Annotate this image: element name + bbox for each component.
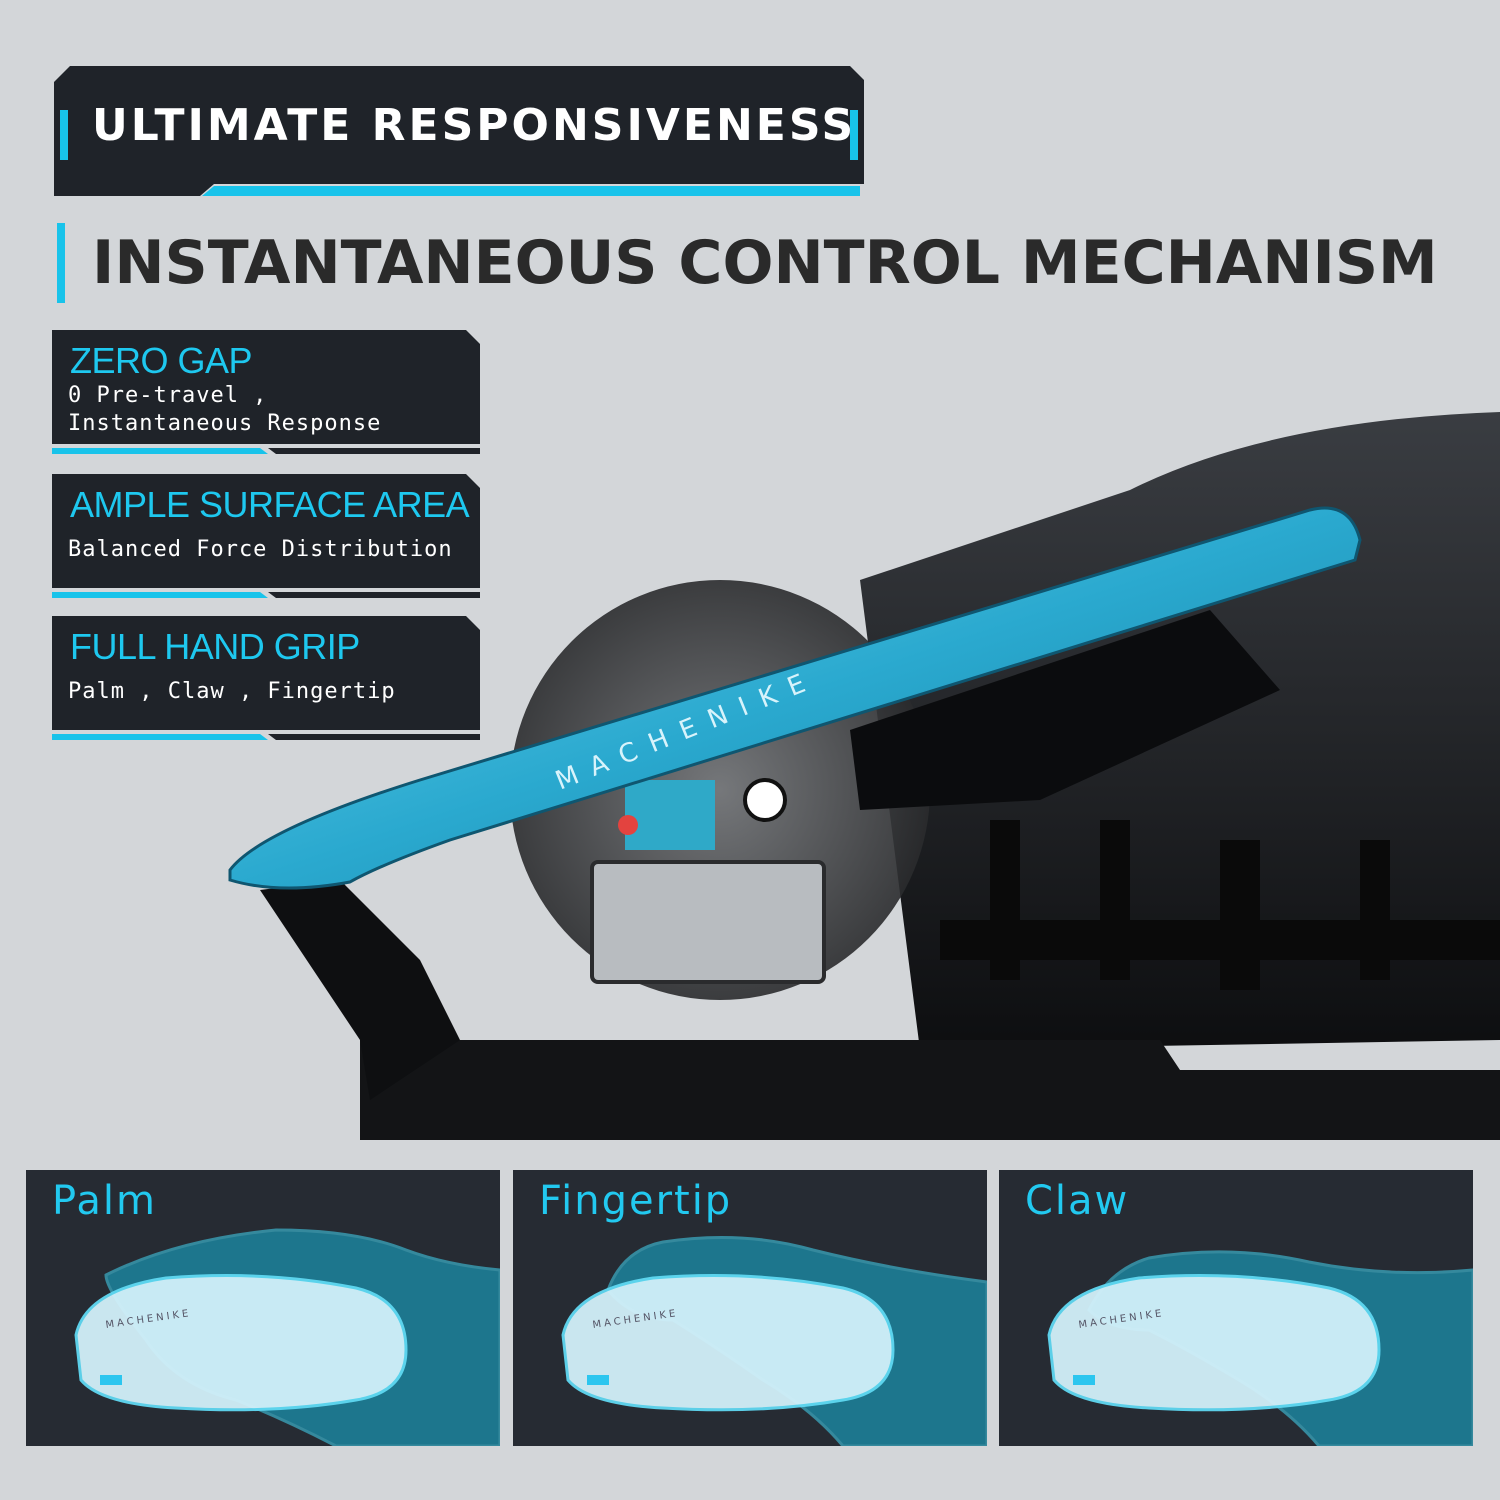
- page-heading: INSTANTANEOUS CONTROL MECHANISM: [92, 228, 1438, 298]
- switch-indicator: [618, 815, 638, 835]
- feature-card-ample-surface: AMPLE SURFACE AREA Balanced Force Distri…: [52, 474, 480, 600]
- feature-card-frame: [52, 616, 480, 740]
- grip-label: Palm: [52, 1178, 157, 1224]
- feature-title: FULL HAND GRIP: [70, 626, 360, 667]
- switch-plunger: [625, 780, 715, 850]
- feature-desc-line: Palm , Claw , Fingertip: [68, 679, 396, 704]
- left-click-button: [228, 506, 1362, 890]
- grip-panel-palm: Palm MACHENIKE: [26, 1170, 500, 1446]
- feature-desc-line: 0 Pre-travel ,: [68, 383, 268, 408]
- feature-card-full-hand-grip: FULL HAND GRIP Palm , Claw , Fingertip: [52, 616, 480, 742]
- banner-title: ULTIMATE RESPONSIVENESS: [92, 100, 857, 151]
- claw-grip-illustration: MACHENIKE: [1047, 1250, 1473, 1446]
- mouse-icon: [74, 1274, 408, 1412]
- grip-label: Fingertip: [539, 1178, 733, 1224]
- feature-card-zero-gap: ZERO GAP 0 Pre-travel , Instantaneous Re…: [52, 330, 480, 456]
- mouse-led-icon: [587, 1375, 609, 1385]
- front-mechanism: [260, 880, 460, 1100]
- feature-desc-line: Balanced Force Distribution: [68, 537, 453, 562]
- mouse-led-icon: [1073, 1375, 1095, 1385]
- grip-panel-claw: Claw MACHENIKE: [999, 1170, 1473, 1446]
- feature-card-frame: [52, 330, 480, 454]
- banner-frame: [54, 66, 864, 196]
- feature-card-frame: [52, 474, 480, 598]
- mouse-cutaway-illustration: MACHENIKE: [228, 412, 1500, 1140]
- internal-frame: [940, 820, 1500, 990]
- palm-grip-illustration: MACHENIKE: [74, 1228, 500, 1446]
- mouse-icon: [561, 1274, 895, 1412]
- side-button: [850, 610, 1280, 810]
- grip-panel-fingertip: Fingertip MACHENIKE: [513, 1170, 987, 1446]
- mouse-led-icon: [100, 1375, 122, 1385]
- title-banner: ULTIMATE RESPONSIVENESS: [54, 66, 864, 198]
- mouse-base: [360, 1040, 1500, 1140]
- grip-label: Claw: [1025, 1178, 1130, 1224]
- wheel-axle-icon: [743, 778, 787, 822]
- feature-desc-line: Instantaneous Response: [68, 411, 382, 436]
- heading-accent-bar: [57, 223, 65, 303]
- micro-switch: [590, 860, 826, 984]
- fingertip-grip-illustration: MACHENIKE: [561, 1236, 987, 1446]
- feature-title: ZERO GAP: [70, 340, 253, 381]
- feature-title: AMPLE SURFACE AREA: [70, 484, 470, 525]
- mouse-icon: [1047, 1274, 1381, 1412]
